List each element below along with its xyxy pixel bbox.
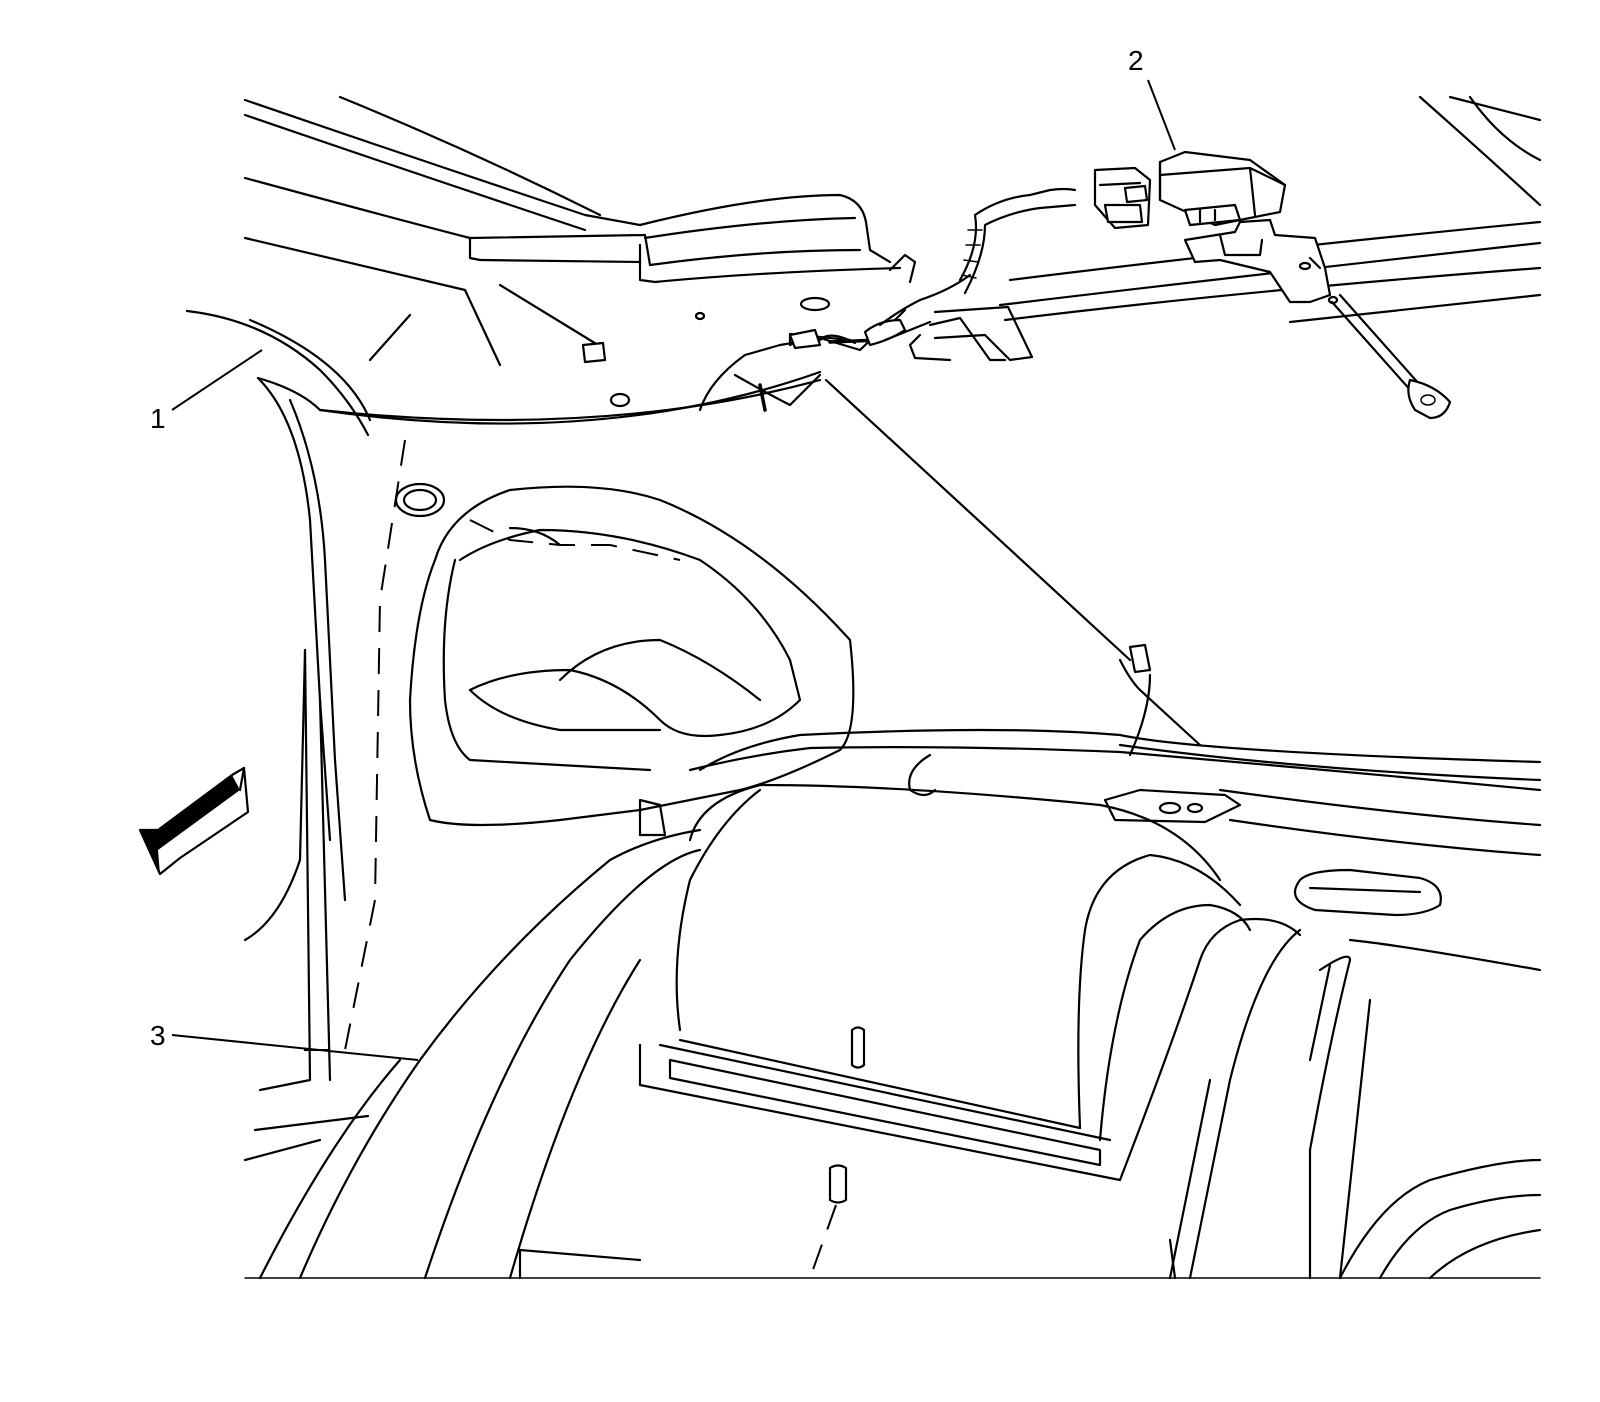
forward-arrow-icon (138, 766, 250, 876)
callout-2: 2 (1128, 45, 1176, 151)
callout-1: 1 (150, 349, 263, 434)
rear-seat-back (258, 783, 1542, 1280)
callout-label-3: 3 (150, 1020, 166, 1051)
roof-rail (243, 95, 1542, 408)
callout-3: 3 (150, 1020, 419, 1061)
c-pillar-trim (185, 309, 855, 1162)
package-shelf (688, 728, 1542, 917)
callout-label-2: 2 (1128, 45, 1144, 76)
wiring-harness (698, 187, 1202, 757)
module-assembly (1093, 150, 1452, 420)
callout-label-1: 1 (150, 403, 166, 434)
